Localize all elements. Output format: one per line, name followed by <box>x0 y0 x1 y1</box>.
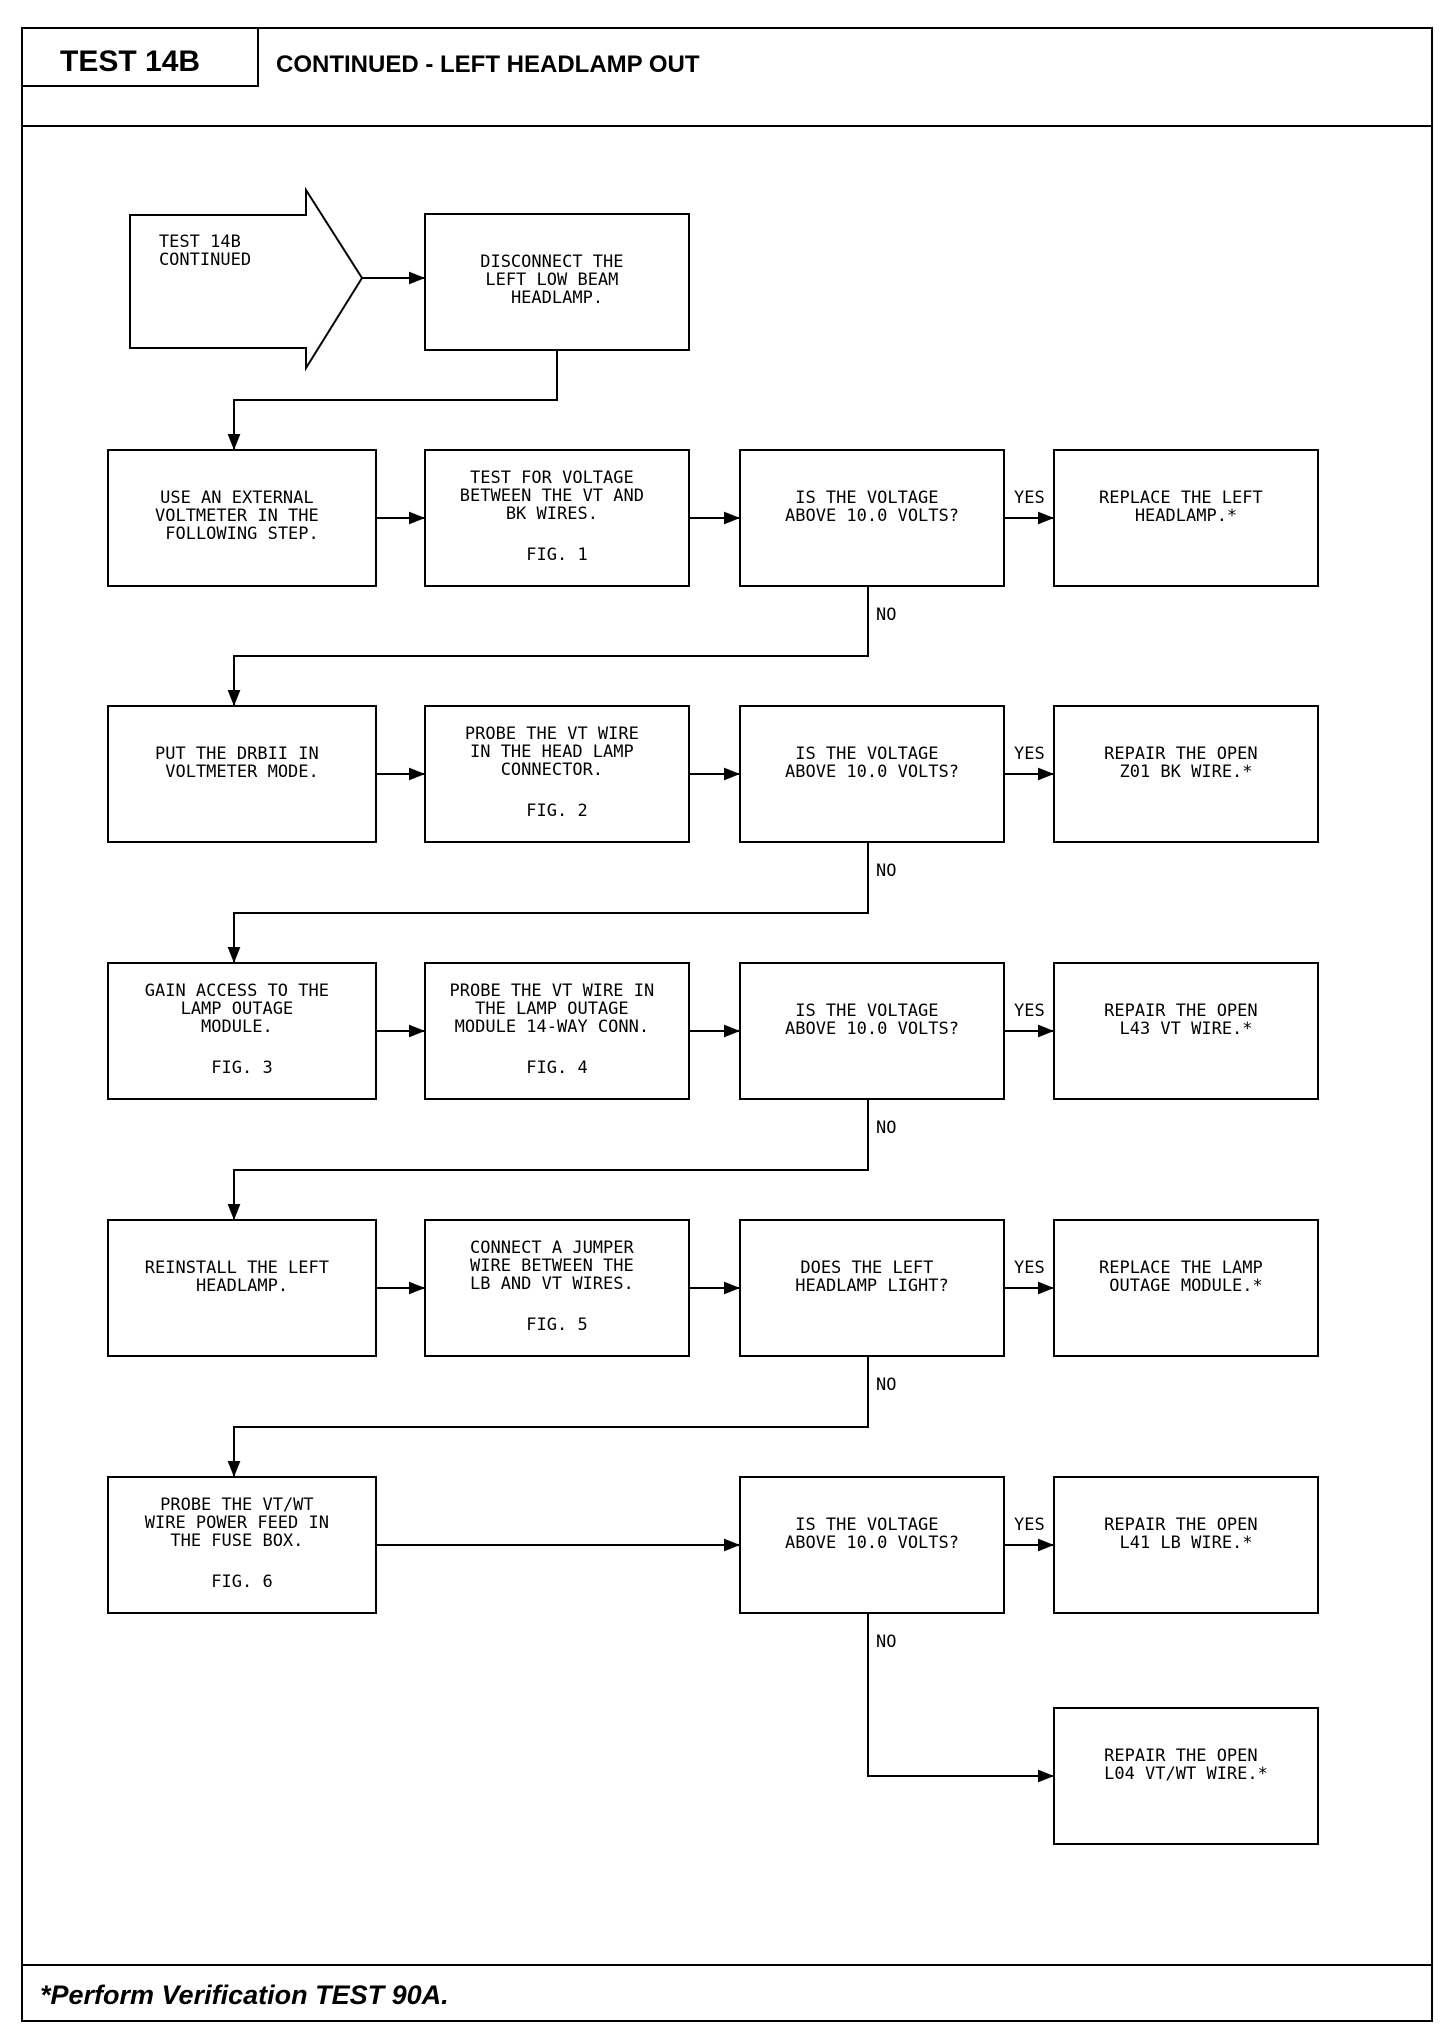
box-repair-z01-text: REPAIR THE OPEN Z01 BK WIRE.* <box>1104 744 1268 782</box>
box-q5-text: IS THE VOLTAGE ABOVE 10.0 VOLTS? <box>785 1515 959 1553</box>
box-connect-jumper <box>424 1219 690 1357</box>
header-title: CONTINUED - LEFT HEADLAMP OUT <box>276 51 700 78</box>
box-q2-text: IS THE VOLTAGE ABOVE 10.0 VOLTS? <box>785 744 959 782</box>
box-probe-vt-module-text: PROBE THE VT WIRE IN THE LAMP OUTAGE MOD… <box>450 981 665 1078</box>
connector-q5-no <box>867 1613 1054 1783</box>
label-yes-q1: YES <box>1014 488 1045 508</box>
box-q1 <box>739 449 1005 587</box>
footer-note: *Perform Verification TEST 90A. <box>40 1980 449 2010</box>
start-label: TEST 14B CONTINUED <box>159 232 251 270</box>
box-repair-l43 <box>1053 962 1319 1100</box>
label-no-q4: NO <box>876 1375 896 1395</box>
header-test-id-box <box>21 27 259 87</box>
box-replace-module <box>1053 1219 1319 1357</box>
box-repair-z01 <box>1053 705 1319 843</box>
box-probe-vtwt-text: PROBE THE VT/WT WIRE POWER FEED IN THE F… <box>145 1495 339 1592</box>
start-arrow-shape <box>129 186 364 372</box>
box-q1-text: IS THE VOLTAGE ABOVE 10.0 VOLTS? <box>785 488 959 526</box>
label-yes-q4: YES <box>1014 1258 1045 1278</box>
box-q4-text: DOES THE LEFT HEADLAMP LIGHT? <box>795 1258 949 1296</box>
box-replace-headlamp <box>1053 449 1319 587</box>
box-q2 <box>739 705 1005 843</box>
box-replace-headlamp-text: REPLACE THE LEFT HEADLAMP.* <box>1099 488 1273 526</box>
box-connect-jumper-text: CONNECT A JUMPER WIRE BETWEEN THE LB AND… <box>470 1238 644 1335</box>
label-no-q1: NO <box>876 605 896 625</box>
box-put-drbii <box>107 705 377 843</box>
box-q3-text: IS THE VOLTAGE ABOVE 10.0 VOLTS? <box>785 1001 959 1039</box>
label-no-q3: NO <box>876 1118 896 1138</box>
label-yes-q5: YES <box>1014 1515 1045 1535</box>
box-repair-l04 <box>1053 1707 1319 1845</box>
label-yes-q2: YES <box>1014 744 1045 764</box>
connector-q4-no <box>227 1356 869 1477</box>
box-gain-access-text: GAIN ACCESS TO THE LAMP OUTAGE MODULE. F… <box>145 981 339 1078</box>
header-test-id: TEST 14B <box>60 45 200 78</box>
label-no-q2: NO <box>876 861 896 881</box>
connector-q3-no <box>227 1099 869 1220</box>
connector-q2-no <box>227 842 869 963</box>
connector-q1-no <box>227 586 869 706</box>
box-q4 <box>739 1219 1005 1357</box>
page-border <box>21 27 1433 2022</box>
box-repair-l41 <box>1053 1476 1319 1614</box>
label-no-q5: NO <box>876 1632 896 1652</box>
box-use-external <box>107 449 377 587</box>
box-replace-module-text: REPLACE THE LAMP OUTAGE MODULE.* <box>1099 1258 1273 1296</box>
box-put-drbii-text: PUT THE DRBII IN VOLTMETER MODE. <box>155 744 329 782</box>
box-gain-access <box>107 962 377 1100</box>
label-yes-q3: YES <box>1014 1001 1045 1021</box>
box-repair-l04-text: REPAIR THE OPEN L04 VT/WT WIRE.* <box>1104 1746 1268 1784</box>
box-reinstall <box>107 1219 377 1357</box>
box-reinstall-text: REINSTALL THE LEFT HEADLAMP. <box>145 1258 339 1296</box>
box-disconnect-text: DISCONNECT THE LEFT LOW BEAM HEADLAMP. <box>480 252 634 308</box>
box-repair-l43-text: REPAIR THE OPEN L43 VT WIRE.* <box>1104 1001 1268 1039</box>
box-use-external-text: USE AN EXTERNAL VOLTMETER IN THE FOLLOWI… <box>155 488 329 544</box>
connector-disconnect-to-use-external <box>227 350 558 450</box>
box-probe-vt-module <box>424 962 690 1100</box>
box-test-voltage-text: TEST FOR VOLTAGE BETWEEN THE VT AND BK W… <box>460 468 654 565</box>
box-probe-vtwt <box>107 1476 377 1614</box>
box-repair-l41-text: REPAIR THE OPEN L41 LB WIRE.* <box>1104 1515 1268 1553</box>
box-disconnect <box>424 213 690 351</box>
box-probe-vt-head <box>424 705 690 843</box>
box-probe-vt-head-text: PROBE THE VT WIRE IN THE HEAD LAMP CONNE… <box>465 724 649 821</box>
